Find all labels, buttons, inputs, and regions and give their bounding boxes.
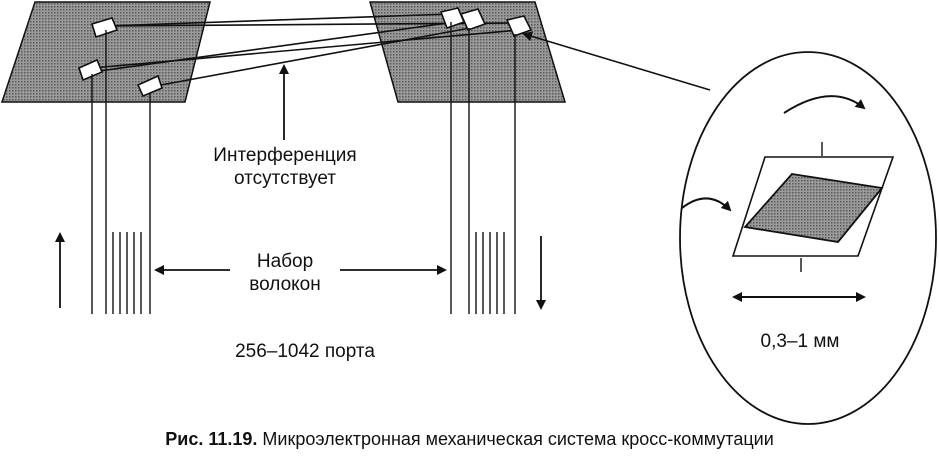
tilting-mirror	[743, 173, 884, 243]
interference-label-line1: Интерференция	[213, 145, 357, 166]
rotation-arrow-top	[783, 95, 866, 114]
interference-label: Интерференция отсутствует	[185, 144, 385, 190]
zoom-pointer-line	[522, 31, 711, 91]
rotation-arrow-left	[681, 197, 732, 212]
fiber-set-label: Набор волокон	[225, 250, 345, 296]
optical-beams	[91, 13, 521, 88]
figure-caption: Рис. 11.19. Микроэлектронная механическа…	[0, 429, 939, 450]
right-micromirrors	[439, 7, 533, 38]
left-micromirrors	[78, 17, 163, 98]
figure-caption-text: Микроэлектронная механическая система кр…	[262, 429, 774, 449]
left-fiber-bundle	[91, 30, 151, 314]
right-fiber-bundle	[450, 22, 516, 314]
figure-number: Рис. 11.19.	[165, 429, 258, 449]
interference-label-line2: отсутствует	[234, 168, 336, 189]
mirror-size-label: 0,3–1 мм	[760, 331, 840, 352]
fiber-set-label-line2: волокон	[249, 274, 321, 295]
ports-label: 256–1042 порта	[235, 341, 375, 362]
fiber-set-label-line1: Набор	[256, 251, 314, 272]
